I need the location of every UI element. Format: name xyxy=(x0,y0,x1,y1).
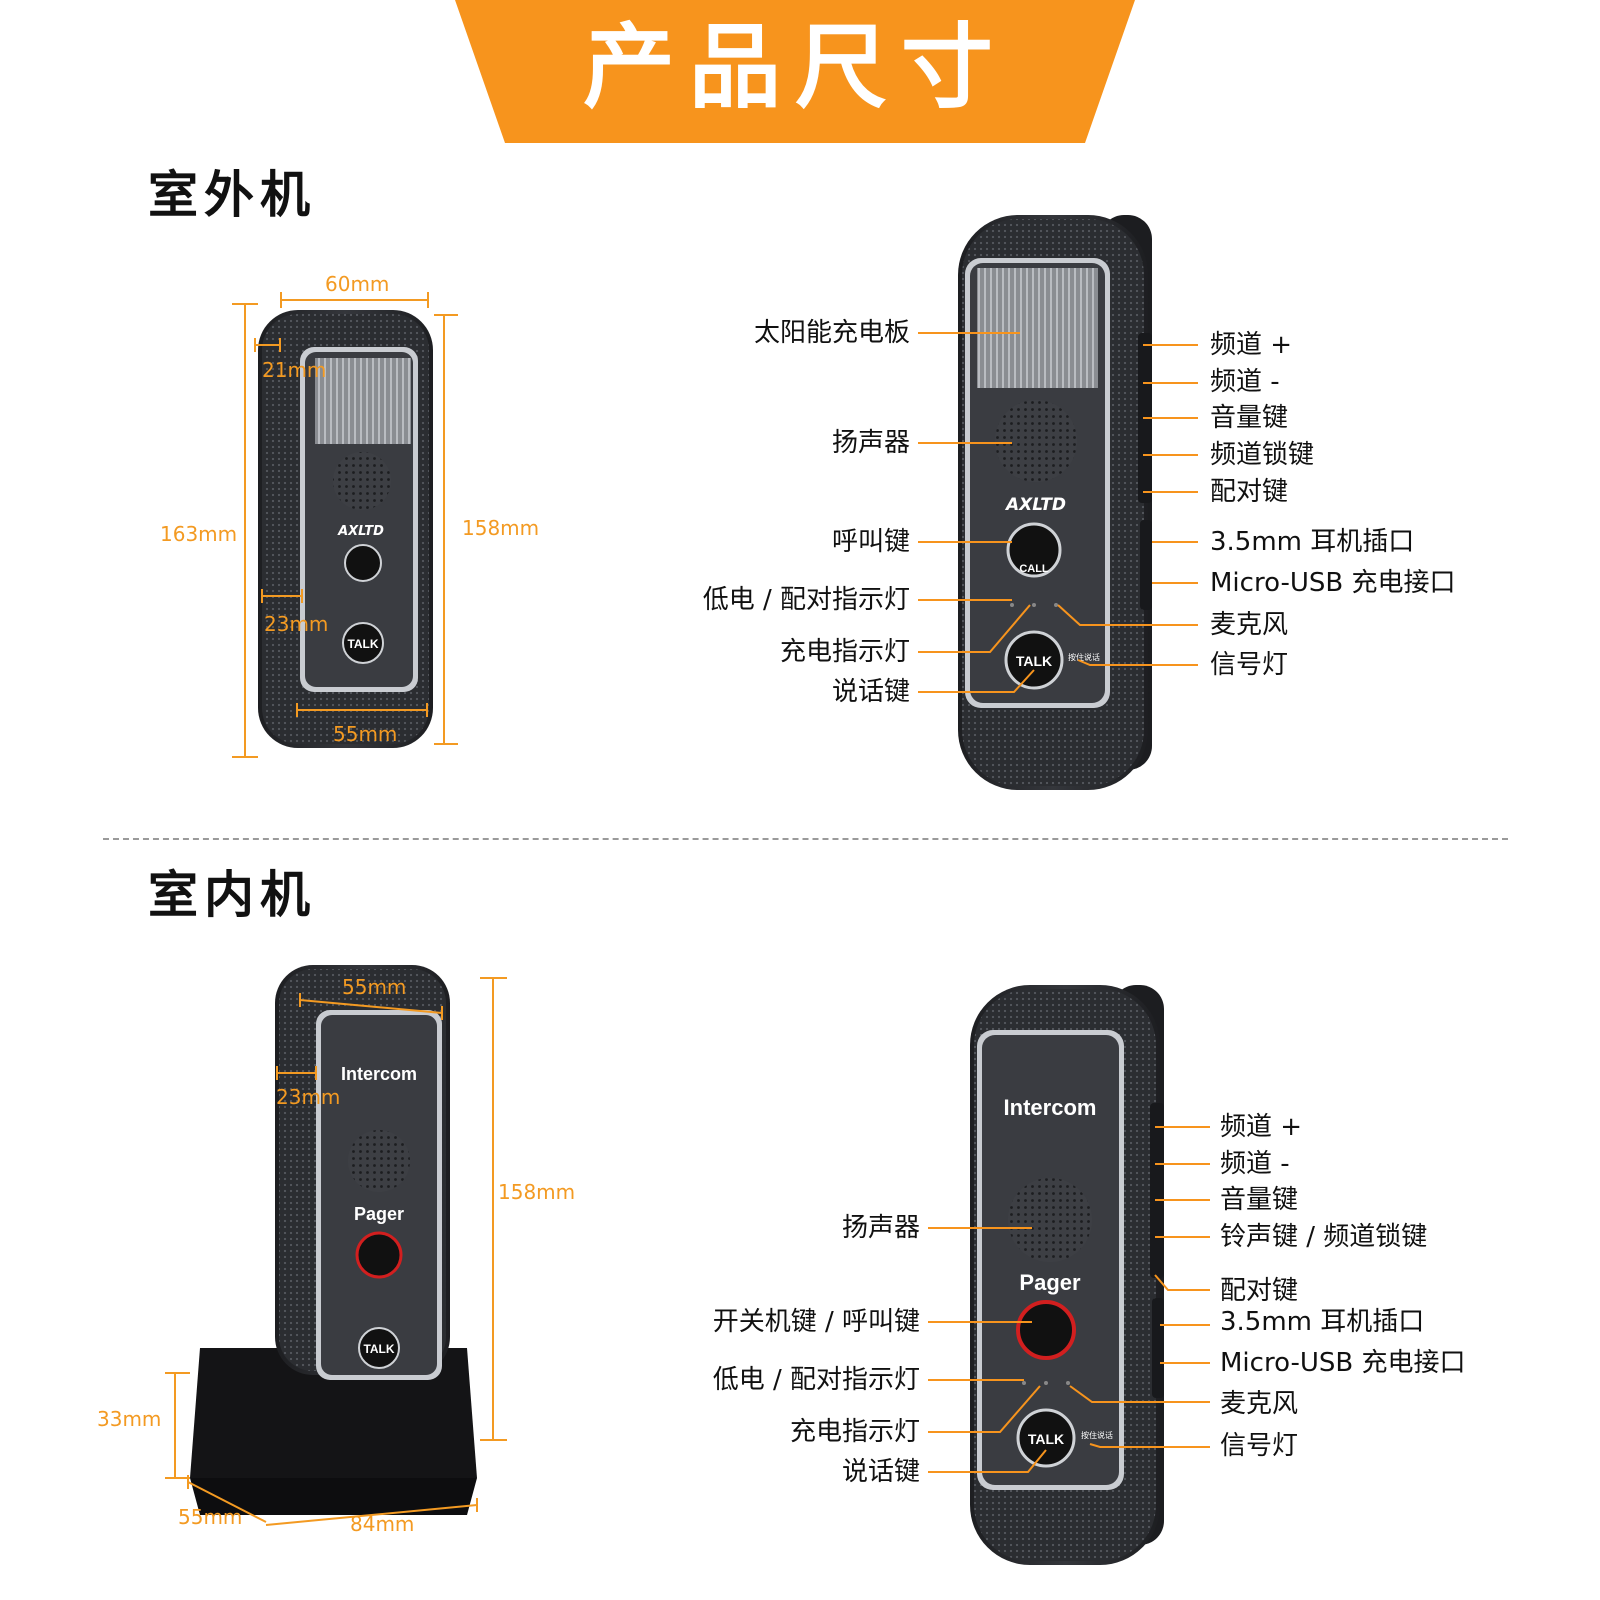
outdoor-dim-side-top: 21mm xyxy=(262,358,327,382)
indoor-leader-lines xyxy=(928,1126,1210,1473)
outdoor-label-call-button: 呼叫键 xyxy=(831,527,910,557)
outdoor-label-microphone: 麦克风 xyxy=(1210,610,1289,640)
outdoor-label-signal-led: 信号灯 xyxy=(1210,650,1289,680)
indoor-label-channel-down: 频道 - xyxy=(1220,1149,1290,1179)
indoor-device-large: Intercom Pager TALK 按住说话 xyxy=(970,985,1164,1565)
section-divider xyxy=(103,838,1508,840)
indoor-label-charge-led: 充电指示灯 xyxy=(789,1417,920,1447)
indoor-label-talk-button: 说话键 xyxy=(841,1457,920,1487)
indoor-label-micro-usb: Micro-USB 充电接口 xyxy=(1220,1348,1466,1378)
outdoor-large-talk-label: TALK xyxy=(1016,653,1052,669)
indoor-label-ringtone-lock: 铃声键 / 频道锁键 xyxy=(1220,1222,1428,1252)
indoor-device-small: Intercom Pager TALK xyxy=(190,965,477,1515)
indoor-hint-cn: 按住说话 xyxy=(1081,1430,1113,1440)
outdoor-label-speaker: 扬声器 xyxy=(831,428,910,458)
indoor-label-low-battery-led: 低电 / 配对指示灯 xyxy=(712,1365,920,1395)
outdoor-label-low-battery-led: 低电 / 配对指示灯 xyxy=(702,585,910,615)
indoor-label-headphone-jack: 3.5mm 耳机插口 xyxy=(1220,1307,1425,1337)
indoor-label-volume: 音量键 xyxy=(1220,1185,1299,1215)
outdoor-device-large: AXLTD CALL TALK 按住说话 xyxy=(958,215,1152,790)
outdoor-dim-height-right: 158mm xyxy=(462,516,540,540)
indoor-dim-width-top: 55mm xyxy=(342,975,407,999)
outdoor-section-title: 室外机 xyxy=(148,166,316,224)
indoor-dim-height: 158mm xyxy=(498,1180,576,1204)
outdoor-dimension-lines xyxy=(232,292,458,758)
outdoor-label-charge-led: 充电指示灯 xyxy=(779,637,910,667)
indoor-label-power-call-button: 开关机键 / 呼叫键 xyxy=(712,1307,920,1337)
indoor-label-microphone: 麦克风 xyxy=(1220,1389,1299,1419)
outdoor-label-volume: 音量键 xyxy=(1210,403,1289,433)
indoor-small-pager-label: Pager xyxy=(354,1204,404,1224)
outdoor-label-micro-usb: Micro-USB 充电接口 xyxy=(1210,568,1456,598)
indoor-small-talk-label: TALK xyxy=(363,1342,394,1356)
indoor-dim-base-depth: 55mm xyxy=(178,1505,243,1529)
outdoor-large-call-label: CALL xyxy=(1019,563,1049,575)
indoor-dim-base-height: 33mm xyxy=(97,1407,162,1431)
indoor-label-channel-up: 频道 + xyxy=(1220,1112,1303,1142)
indoor-large-talk-label: TALK xyxy=(1028,1431,1064,1447)
indoor-large-brand: Intercom xyxy=(1004,1095,1097,1120)
indoor-label-signal-led: 信号灯 xyxy=(1220,1431,1299,1461)
outdoor-dim-height-left: 163mm xyxy=(160,522,238,546)
outdoor-leader-lines xyxy=(918,332,1198,693)
outdoor-dim-width-bottom: 55mm xyxy=(333,722,398,746)
outdoor-label-pair: 配对键 xyxy=(1210,477,1289,507)
outdoor-small-talk-label: TALK xyxy=(347,637,378,651)
outdoor-dim-width-top: 60mm xyxy=(325,272,390,296)
outdoor-hint-cn: 按住说话 xyxy=(1068,652,1100,662)
outdoor-label-channel-lock: 频道锁键 xyxy=(1210,440,1315,470)
outdoor-device-small: AXLTD TALK xyxy=(258,310,433,748)
outdoor-label-channel-up: 频道 + xyxy=(1210,330,1293,360)
indoor-dim-base-width: 84mm xyxy=(350,1512,415,1536)
page-title: 产品尺寸 xyxy=(582,14,1007,121)
indoor-dim-side: 23mm xyxy=(276,1085,341,1109)
outdoor-small-brand: AXLTD xyxy=(337,524,384,539)
outdoor-label-headphone-jack: 3.5mm 耳机插口 xyxy=(1210,527,1415,557)
outdoor-dim-side-mid: 23mm xyxy=(264,612,329,636)
outdoor-label-solar-panel: 太阳能充电板 xyxy=(753,318,910,348)
indoor-label-pair: 配对键 xyxy=(1220,1276,1299,1306)
indoor-large-pager-label: Pager xyxy=(1019,1270,1081,1295)
indoor-label-speaker: 扬声器 xyxy=(841,1213,920,1243)
outdoor-large-brand: AXLTD xyxy=(1004,495,1066,515)
banner-shape xyxy=(455,0,1135,143)
outdoor-label-channel-down: 频道 - xyxy=(1210,367,1280,397)
indoor-section-title: 室内机 xyxy=(148,866,316,924)
indoor-small-brand: Intercom xyxy=(341,1064,417,1084)
indoor-dimension-lines xyxy=(165,977,507,1526)
outdoor-label-talk-button: 说话键 xyxy=(831,677,910,707)
